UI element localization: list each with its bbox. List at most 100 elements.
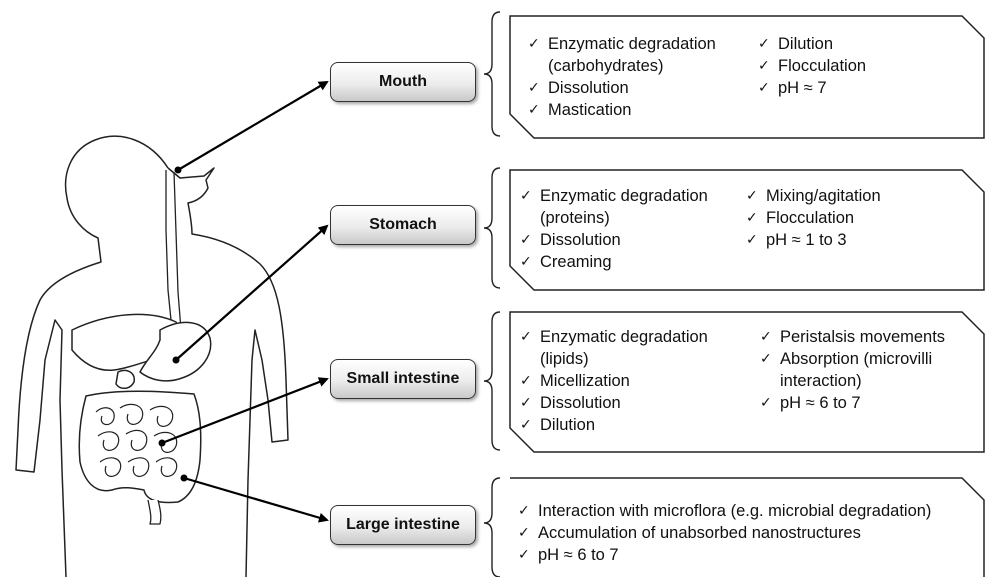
stomach-column-2: ✓ Mixing/agitation ✓Flocculation ✓ pH ≈ 1 … (746, 185, 881, 251)
list-item: ✓ Dissolution (520, 229, 708, 251)
check-mark-icon: ✓ (520, 329, 532, 345)
check-mark-icon: ✓ (528, 102, 540, 118)
stage-label-stomach: Stomach (330, 205, 476, 245)
digestive-organs (71, 313, 212, 525)
list-item: ✓ Enzymatic degradation (520, 185, 708, 207)
check-mark-icon: ✓ (520, 254, 532, 270)
mouth-column-1: ✓ Enzymatic degradation (carbohydrates) ✓… (528, 33, 716, 121)
list-item: ✓Flocculation (746, 207, 881, 229)
list-item: ✓ pH ≈ 6 to 7 (760, 392, 945, 414)
item-text: Flocculation (778, 57, 867, 75)
item-text: Dilution (778, 35, 834, 53)
stomach (139, 321, 212, 382)
item-text: Absorption (microvilli (780, 350, 933, 368)
item-text: Accumulation of unabsorbed nanostructure… (538, 524, 861, 542)
arrow-stomach (175, 224, 329, 361)
item-text: Dissolution (548, 79, 629, 97)
list-item: ✓ Interaction with microflora (e.g. micro… (518, 500, 931, 522)
arrow-mouth (177, 80, 329, 171)
item-text: Enzymatic degradation (548, 35, 716, 53)
check-mark-icon: ✓ (758, 80, 770, 96)
list-item: ✓ Absorption (microvilli (760, 348, 945, 370)
item-text: Dilution (540, 416, 596, 434)
small-intestine-column-2: ✓Peristalsis movements ✓Absorption (micr… (760, 326, 945, 414)
check-mark-icon: ✓ (528, 36, 540, 52)
mouth-column-2: ✓ Dilution ✓ Flocculation ✓ pH ≈ 7 (758, 33, 866, 99)
origin-dot-mouth (174, 166, 182, 174)
small-intestine-coils (95, 403, 178, 477)
list-item: ✓ Dissolution (528, 77, 716, 99)
item-continuation: (carbohydrates) (548, 57, 664, 75)
list-item: ✓ Flocculation (758, 55, 866, 77)
check-mark-icon: ✓ (520, 417, 532, 433)
list-item: ✓ Enzymatic degradation (520, 326, 708, 348)
check-mark-icon: ✓ (520, 395, 532, 411)
list-item: ✓ pH ≈ 7 (758, 77, 866, 99)
item-text: Creaming (540, 253, 612, 271)
item-text: pH ≈ 1 to 3 (766, 231, 847, 249)
panel-frame-small-intestine (509, 311, 985, 453)
panel-frame-stomach (509, 169, 985, 291)
origin-dot-large-intestine (180, 474, 188, 482)
item-text: Enzymatic degradation (540, 328, 708, 346)
list-item: ✓ Dilution (520, 414, 708, 436)
brace-large-intestine (483, 477, 501, 578)
item-continuation: (proteins) (540, 209, 610, 227)
list-item: ✓pH ≈ 6 to 7 (518, 544, 931, 566)
stage-label-small-intestine: Small intestine (330, 359, 476, 399)
list-item: ✓ Mastication (528, 99, 716, 121)
list-item: ✓ Creaming (520, 251, 708, 273)
check-mark-icon: ✓ (760, 329, 772, 345)
small-intestine-column-1: ✓ Enzymatic degradation (lipids) ✓ Micelli… (520, 326, 708, 436)
list-item: ✓ Dissolution (520, 392, 708, 414)
item-text: Micellization (540, 372, 630, 390)
stage-label-large-intestine: Large intestine (330, 505, 476, 545)
check-mark-icon: ✓ (518, 525, 530, 541)
check-mark-icon: ✓ (746, 210, 758, 226)
arrow-small-intestine (161, 377, 329, 445)
gallbladder (115, 369, 135, 389)
check-mark-icon: ✓ (758, 36, 770, 52)
list-item: ✓ Mixing/agitation (746, 185, 881, 207)
check-mark-icon: ✓ (760, 395, 772, 411)
panel-frame-mouth (509, 15, 985, 139)
check-mark-icon: ✓ (746, 232, 758, 248)
origin-dot-small-intestine (158, 439, 166, 447)
item-text: pH ≈ 6 to 7 (538, 546, 619, 564)
item-text: Mixing/agitation (766, 187, 881, 205)
check-mark-icon: ✓ (518, 503, 530, 519)
item-text: Mastication (548, 101, 632, 119)
body-silhouette (15, 135, 289, 578)
list-item: ✓ Dilution (758, 33, 866, 55)
check-mark-icon: ✓ (520, 232, 532, 248)
item-continuation: interaction) (780, 372, 862, 390)
item-text: Dissolution (540, 231, 621, 249)
item-text: Enzymatic degradation (540, 187, 708, 205)
brace-mouth (483, 11, 501, 137)
check-mark-icon: ✓ (746, 188, 758, 204)
arrow-large-intestine (183, 476, 329, 523)
check-mark-icon: ✓ (520, 373, 532, 389)
check-mark-icon: ✓ (760, 351, 772, 367)
stage-label-mouth: Mouth (330, 62, 476, 102)
large-intestine-column-1: ✓ Interaction with microflora (e.g. micro… (518, 500, 931, 566)
check-mark-icon: ✓ (758, 58, 770, 74)
list-item: ✓ Accumulation of unabsorbed nanostructur… (518, 522, 931, 544)
item-text: Dissolution (540, 394, 621, 412)
rectum (147, 499, 162, 525)
list-item: ✓ pH ≈ 1 to 3 (746, 229, 881, 251)
item-continuation: (lipids) (540, 350, 589, 368)
item-text: pH ≈ 7 (778, 79, 827, 97)
stomach-column-1: ✓ Enzymatic degradation (proteins) ✓ Disso… (520, 185, 708, 273)
large-intestine (78, 390, 202, 504)
item-text: Interaction with microflora (e.g. microb… (538, 502, 932, 520)
item-text: pH ≈ 6 to 7 (780, 394, 861, 412)
check-mark-icon: ✓ (520, 188, 532, 204)
list-item: ✓ Enzymatic degradation (528, 33, 716, 55)
brace-stomach (483, 167, 501, 289)
check-mark-icon: ✓ (528, 80, 540, 96)
list-item: ✓ Micellization (520, 370, 708, 392)
brace-small-intestine (483, 311, 501, 451)
